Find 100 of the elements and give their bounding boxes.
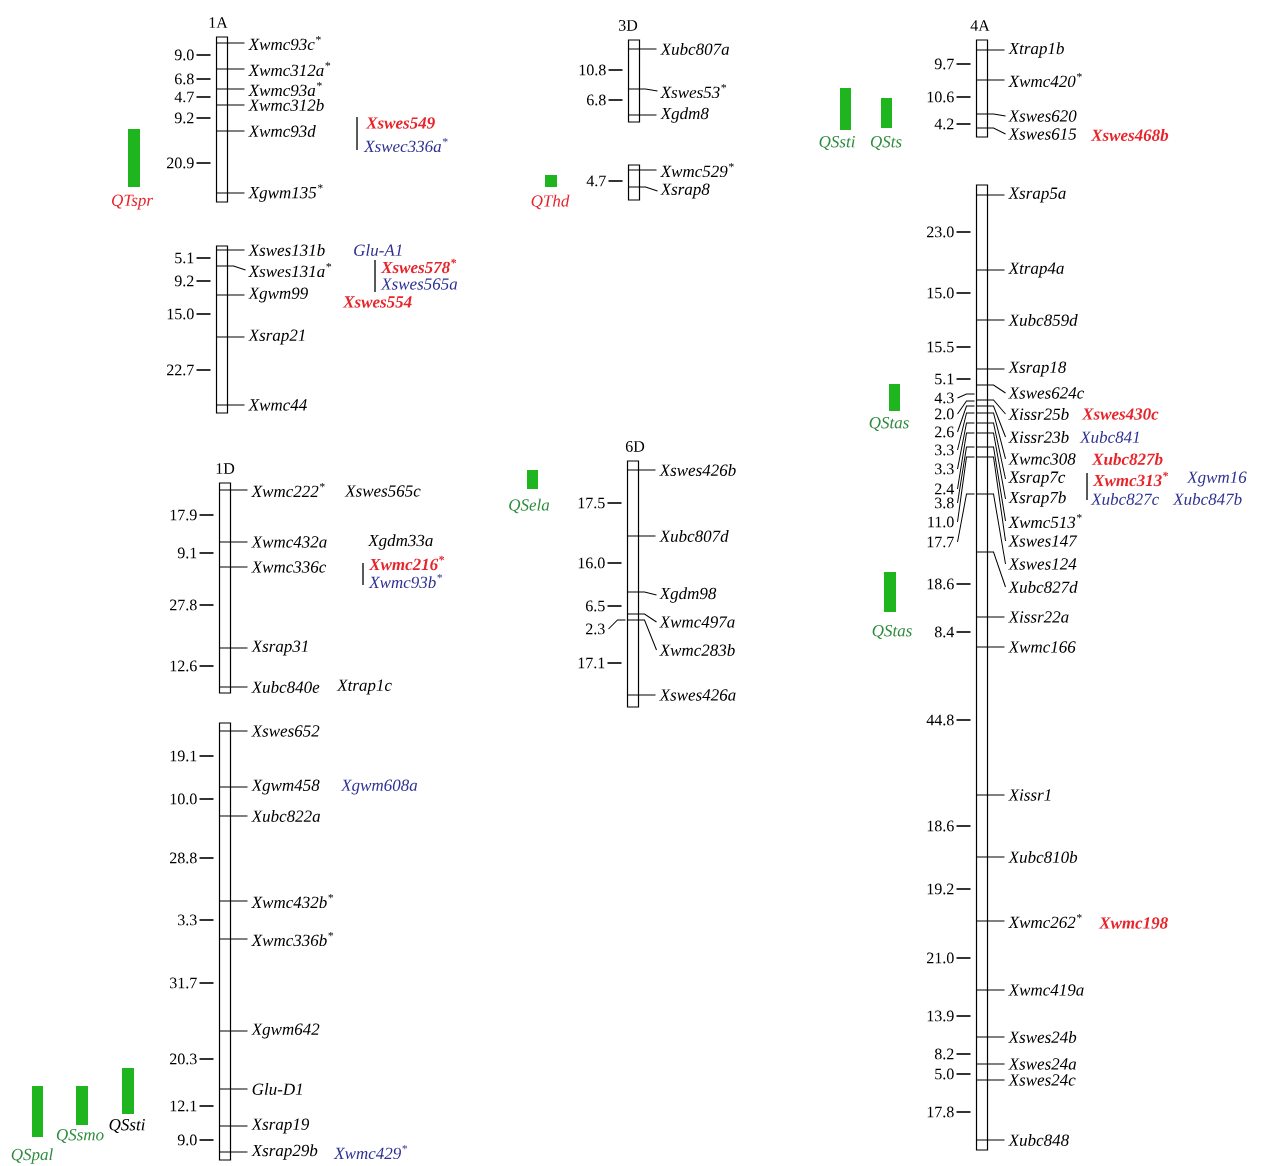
distance-label: 17.8	[927, 1106, 954, 1118]
node-label: QSts	[870, 135, 902, 151]
marker-label: Xwmc336b$^{*}$	[251, 931, 334, 947]
distance-label: 3.3	[178, 914, 197, 926]
marker-label: Xsrap7b	[1008, 491, 1066, 507]
marker-label: Xissr23b	[1008, 431, 1069, 443]
marker-label: Xubc848	[1008, 1134, 1069, 1146]
distance-label: 6.8	[587, 94, 606, 106]
distance-label: 4.2	[934, 118, 954, 130]
marker-label: Xgwm608a	[340, 779, 418, 795]
distance-label: 9.0	[177, 1134, 197, 1146]
marker-label: Xwmc166	[1008, 641, 1076, 653]
distance-label: 28.8	[170, 852, 197, 864]
distance-label: 9.1	[177, 547, 197, 559]
marker-label: Xissr1	[1008, 789, 1051, 801]
distance-label: 2.3	[586, 623, 605, 635]
distance-label: 5.0	[935, 1068, 954, 1080]
distance-label: 17.7	[927, 536, 954, 548]
marker-label: Xubc847b	[1172, 493, 1242, 505]
marker-label: Xwmc432a	[251, 536, 327, 548]
marker-label: Xswes430c	[1081, 408, 1159, 420]
distance-label: 5.1	[175, 252, 194, 264]
qtl-bar: QSela	[509, 470, 550, 514]
distance-label: 20.9	[167, 157, 194, 169]
marker-label: Xubc841	[1079, 431, 1139, 443]
distance-label: 16.0	[578, 557, 605, 569]
marker-label: Xswes131a$^{*}$	[248, 262, 332, 278]
marker-label: Xubc859d	[1008, 314, 1078, 326]
node-label: QSsmo	[56, 1128, 104, 1144]
distance-label: 9.2	[174, 275, 194, 287]
node-label: QStas	[872, 624, 912, 640]
distance-label: 6.5	[586, 600, 605, 612]
distance-label: 15.5	[927, 341, 954, 353]
marker-label: Xswes624c	[1008, 387, 1085, 399]
marker-label: Xwmc420$^{*}$	[1008, 72, 1082, 88]
distance-label: 3.3	[935, 444, 954, 456]
marker-label: Xwmc308	[1008, 453, 1076, 465]
qtl-bar: QSsmo	[56, 1086, 104, 1143]
node-label: QSsti	[819, 135, 855, 151]
marker-label: Xgdm98	[659, 587, 717, 603]
marker-label: Xtrap1c	[336, 679, 392, 695]
distance-label: 27.8	[170, 599, 197, 611]
marker-label: Xwmc93b$^{*}$	[368, 573, 443, 589]
marker-label: Xswes578$^{*}$	[380, 258, 457, 274]
marker-label: Xswes615	[1008, 128, 1077, 140]
distance-label: 2.0	[935, 408, 954, 420]
distance-label: 17.5	[578, 497, 605, 509]
distance-label: 22.7	[167, 364, 194, 376]
marker-label: Xswes620	[1008, 110, 1077, 122]
distance-label: 10.0	[170, 793, 197, 805]
marker-label: Xwmc262$^{*}$	[1008, 913, 1082, 929]
marker-label: Xwmc313$^{*}$	[1092, 471, 1169, 487]
marker-label: Xgwm135$^{*}$	[248, 184, 323, 202]
qtl-bar: QThd	[531, 175, 570, 210]
marker-label: Xswes565c	[344, 485, 421, 497]
distance-label: 2.6	[935, 426, 954, 438]
distance-label: 3.3	[935, 463, 954, 475]
marker-label: Xswes24b	[1008, 1031, 1077, 1043]
marker-label: Xgwm99	[248, 287, 308, 303]
marker-label: Xswes549	[365, 117, 435, 129]
marker-label: Xwmc93d	[248, 125, 316, 137]
qtl-bar: QSts	[870, 98, 902, 150]
chromosome-label: 1D	[216, 463, 235, 474]
distance-label: 18.6	[927, 820, 954, 832]
distance-label: 19.1	[170, 750, 197, 762]
chromosome-label: 6D	[625, 441, 645, 452]
marker-label: Xubc807a	[660, 43, 729, 55]
qtl-bar: QSsti	[819, 88, 855, 150]
marker-label: Xwmc497a	[659, 616, 735, 628]
distance-label: 4.7	[174, 91, 194, 103]
marker-label: Xgdm8	[660, 107, 709, 123]
marker-label: Xswes53$^{*}$	[660, 83, 727, 99]
marker-label: Xgwm458	[251, 779, 320, 795]
marker-label: Xswes124	[1008, 558, 1077, 570]
marker-label: Xswes565a	[380, 278, 458, 290]
distance-label: 13.9	[927, 1010, 954, 1022]
marker-label: Xubc827b	[1091, 453, 1163, 465]
marker-label: Xwmc432b$^{*}$	[251, 893, 334, 909]
node-label: QStas	[869, 416, 909, 432]
node-label: QSsti	[109, 1118, 145, 1134]
node-label: QSpal	[11, 1148, 53, 1164]
marker-label: Xsrap31	[251, 640, 308, 656]
marker-label: Xwmc222$^{*}$	[251, 482, 325, 498]
chromosome-bar	[215, 245, 229, 414]
distance-label: 15.0	[927, 287, 954, 299]
marker-label: Xgwm642	[251, 1023, 320, 1039]
marker-label: Xswes426b	[659, 464, 736, 476]
marker-label: Xswes24a	[1008, 1058, 1077, 1070]
distance-label: 15.0	[167, 308, 194, 320]
distance-label: 18.6	[927, 578, 954, 590]
marker-label: Xswes554	[342, 296, 412, 308]
marker-label: Xwmc283b	[659, 644, 735, 656]
distance-label: 2.4	[935, 483, 955, 495]
marker-label: Xwmc513$^{*}$	[1008, 513, 1082, 529]
marker-label: Xgwm16	[1186, 471, 1247, 487]
distance-label: 4.7	[586, 175, 606, 187]
marker-label: Xsrap29b	[251, 1144, 318, 1160]
marker-label: Xsrap19	[251, 1118, 310, 1134]
qtl-bar: QSpal	[11, 1086, 53, 1164]
marker-label: Xwmc312a$^{*}$	[248, 61, 331, 77]
